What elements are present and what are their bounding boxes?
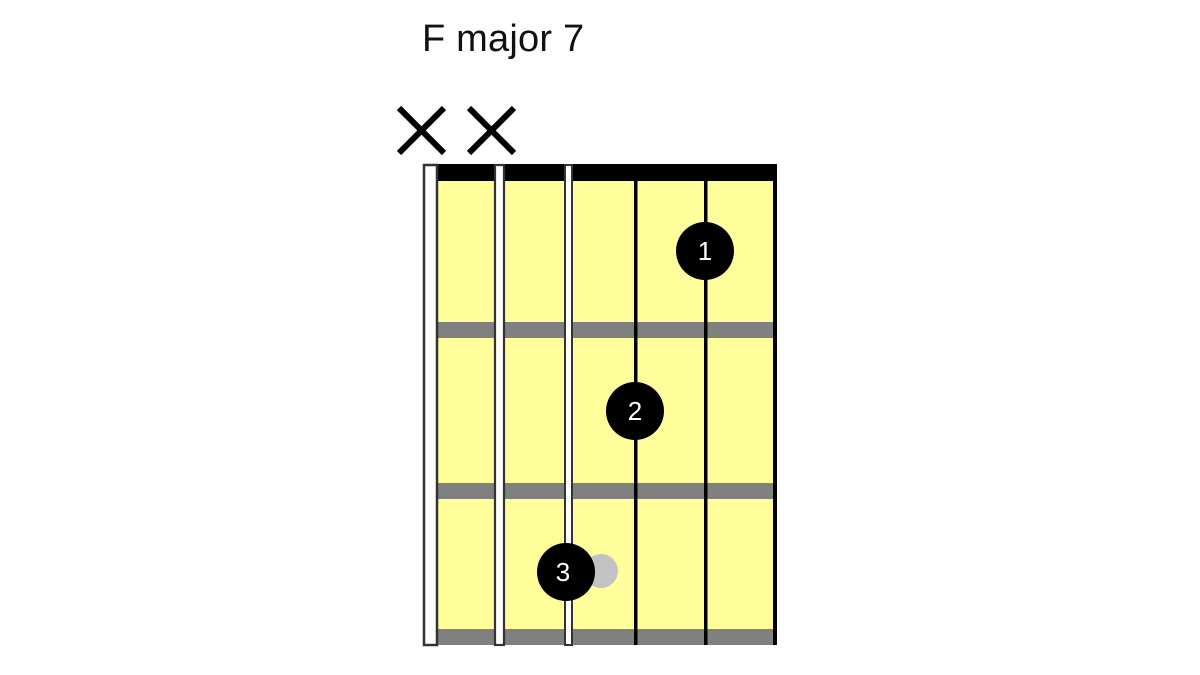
chord-title: F major 7 (422, 18, 585, 60)
finger-number: 1 (698, 236, 712, 266)
fret-3 (430, 629, 776, 645)
finger-number: 3 (556, 557, 570, 587)
fret-2 (430, 483, 776, 499)
finger-number: 2 (628, 396, 642, 426)
frets (430, 322, 776, 645)
string-e6 (422, 163, 439, 647)
string-e1 (773, 165, 777, 645)
string-a (493, 163, 506, 647)
fret-1 (430, 322, 776, 338)
finger-dot-1: 1 (676, 222, 734, 280)
string-b (704, 165, 708, 645)
mute-x-icon (466, 105, 517, 156)
nut (424, 164, 777, 181)
muted-markers (396, 105, 517, 156)
string-d (564, 164, 573, 646)
finger-dot-2: 2 (606, 382, 664, 440)
finger-dot-3: 3 (537, 543, 595, 601)
mute-x-icon (396, 105, 447, 156)
